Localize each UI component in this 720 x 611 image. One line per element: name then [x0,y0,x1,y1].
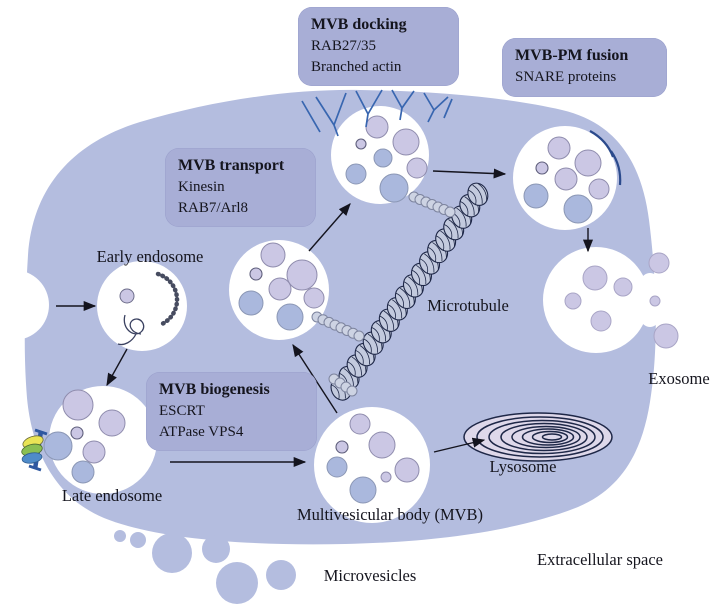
endocytosis-invagination [0,270,49,340]
snare-proteins-icon [589,130,622,186]
mvb-docking-line1: RAB27/35 [311,38,377,55]
exosome-label: Exosome [648,369,710,388]
microtubule-label: Microtubule [427,296,509,315]
transport-mvb-graphic [229,240,329,340]
mvb-label: Multivesicular body (MVB) [296,505,484,524]
docking-mvb-graphic [331,106,429,204]
mvb-docking-box: MVB docking RAB27/35 Branched actin [298,7,459,87]
cargo-squiggle-icon [117,314,145,346]
mvb-transport-box: MVB transport Kinesin RAB7/Arl8 [165,148,316,228]
fusion-mvb-graphic [513,126,617,230]
mvb-biogenesis-box: MVB biogenesis ESCRT ATPase VPS4 [146,372,317,452]
mvb-docking-line2: Branched actin [311,58,402,75]
mvb-biogenesis-line1: ESCRT [159,403,205,420]
early-endosome-graphic [97,261,187,351]
early-endosome-label: Early endosome [96,247,204,266]
arrow-docking-to-fusion [432,168,507,179]
lysosome-label: Lysosome [489,457,557,476]
escrt-complex-icon [21,428,48,472]
kinesin-coil-icon [311,191,456,397]
arrow-transport-to-docking [308,203,351,252]
mvb-pm-fusion-line1: SNARE proteins [515,69,617,86]
arrow-early-to-late [106,348,128,387]
mvb-pm-fusion-box: MVB-PM fusion SNARE proteins [502,38,667,97]
microvesicles-label: Microvesicles [323,566,417,585]
branched-actin-icon [301,89,453,137]
mvb-transport-line1: Kinesin [178,179,225,196]
mvb-pm-fusion-title: MVB-PM fusion [515,47,629,64]
fusion-pore [543,247,649,353]
mvb-transport-title: MVB transport [178,157,285,174]
exosomes-released [564,252,679,349]
mvb-docking-title: MVB docking [311,16,407,33]
microvesicles-budding [114,530,296,604]
late-endosome-label: Late endosome [61,486,163,505]
mvb-transport-line2: RAB7/Arl8 [178,199,249,216]
late-endosome-graphic [43,386,157,494]
extracellular-space-label: Extracellular space [537,550,663,569]
arrow-mvb-to-lysosome [433,437,486,453]
mvb-graphic [314,407,430,523]
mvb-biogenesis-line2: ATPase VPS4 [159,423,244,440]
mvb-biogenesis-title: MVB biogenesis [159,381,270,398]
lysosome-graphic [463,412,613,462]
pathway-arrows [56,168,594,468]
clathrin-coat-icon [155,271,180,327]
